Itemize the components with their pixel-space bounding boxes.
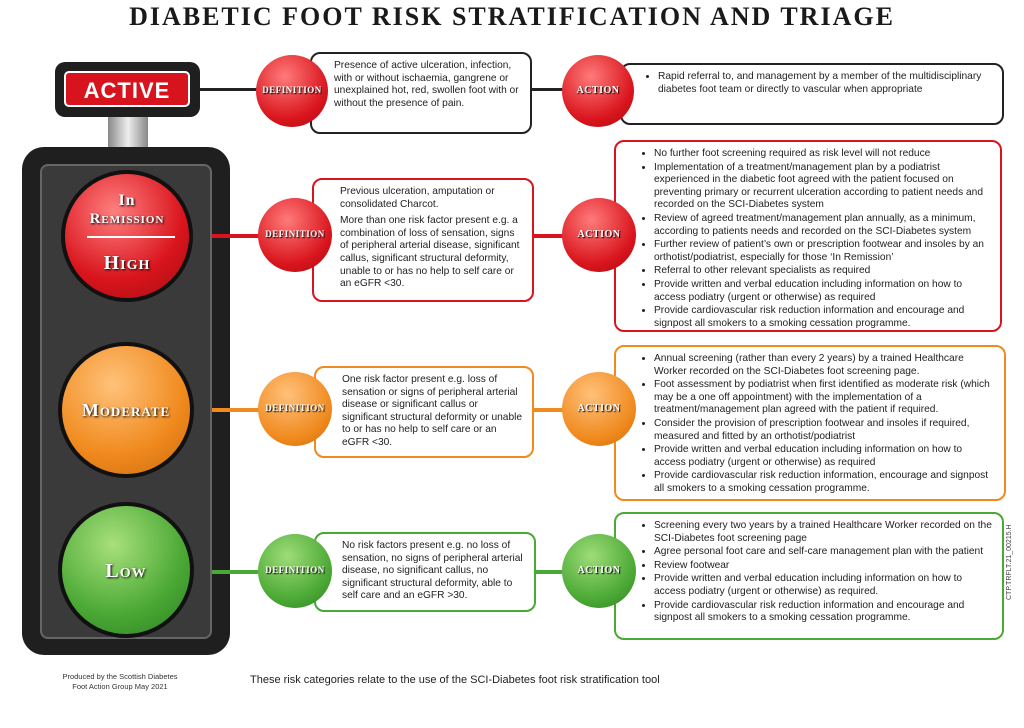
page-title: Diabetic Foot Risk Stratification and Tr… <box>129 2 895 31</box>
in-remission-line2: Remission <box>89 211 165 227</box>
action-label: Action <box>577 229 621 240</box>
high-action-item: Further review of patient’s own or presc… <box>654 239 992 264</box>
action-label: Action <box>577 565 621 576</box>
high-risk-light: In Remission High <box>61 170 193 302</box>
active-definition-box: Presence of active ulceration, infection… <box>310 52 532 134</box>
moderate-action-item: Provide written and verbal education inc… <box>654 444 996 469</box>
definition-label: Definition <box>265 403 325 413</box>
low-risk-light: Low <box>58 502 194 638</box>
moderate-action-item: Foot assessment by podiatrist when first… <box>654 379 996 417</box>
moderate-action-circle: Action <box>562 372 636 446</box>
document-code: CTP.TRFLT.21_00215.H <box>1006 524 1013 600</box>
producer-line-2: Foot Action Group May 2021 <box>72 682 168 691</box>
high-definition-text-2: More than one risk factor present e.g. a… <box>340 215 520 290</box>
definition-label: Definition <box>262 85 322 95</box>
moderate-definition-box: One risk factor present e.g. loss of sen… <box>314 366 534 458</box>
footer-note: These risk categories relate to the use … <box>250 674 660 686</box>
producer-line-1: Produced by the Scottish Diabetes <box>62 672 178 681</box>
low-definition-circle: Definition <box>258 534 332 608</box>
high-action-item: Implementation of a treatment/management… <box>654 162 992 212</box>
low-action-item: Provide cardiovascular risk reduction in… <box>654 600 994 625</box>
remission-divider <box>87 236 175 238</box>
moderate-risk-light: Moderate <box>58 342 194 478</box>
active-label: ACTIVE <box>64 71 190 107</box>
producer-credit: Produced by the Scottish Diabetes Foot A… <box>40 672 200 692</box>
in-remission-line1: In <box>118 192 136 209</box>
high-action-item: Referral to other relevant specialists a… <box>654 265 992 278</box>
high-action-item: Provide cardiovascular risk reduction in… <box>654 305 992 330</box>
low-action-circle: Action <box>562 534 636 608</box>
low-action-item: Provide written and verbal education inc… <box>654 573 994 598</box>
moderate-action-item: Consider the provision of prescription f… <box>654 418 996 443</box>
action-label: Action <box>576 85 620 96</box>
active-action-item: Rapid referral to, and management by a m… <box>658 71 994 96</box>
high-action-item: Review of agreed treatment/management pl… <box>654 213 992 238</box>
high-action-item: Provide written and verbal education inc… <box>654 279 992 304</box>
active-definition-circle: Definition <box>256 55 328 127</box>
moderate-action-item: Provide cardiovascular risk reduction in… <box>654 470 996 495</box>
active-definition-text: Presence of active ulceration, infection… <box>334 60 519 109</box>
low-action-item: Screening every two years by a trained H… <box>654 520 994 545</box>
definition-label: Definition <box>265 565 325 575</box>
moderate-action-box: Annual screening (rather than every 2 ye… <box>614 345 1006 501</box>
high-action-box: No further foot screening required as ri… <box>614 140 1002 332</box>
high-definition-circle: Definition <box>258 198 332 272</box>
moderate-action-item: Annual screening (rather than every 2 ye… <box>654 353 996 378</box>
low-action-item: Review footwear <box>654 560 994 573</box>
low-definition-text: No risk factors present e.g. no loss of … <box>342 540 523 602</box>
high-definition-box: Previous ulceration, amputation or conso… <box>312 178 534 302</box>
low-definition-box: No risk factors present e.g. no loss of … <box>314 532 536 612</box>
low-label: Low <box>105 560 147 582</box>
action-label: Action <box>577 403 621 414</box>
traffic-light-neck <box>108 117 148 147</box>
moderate-label: Moderate <box>81 400 171 420</box>
moderate-definition-text: One risk factor present e.g. loss of sen… <box>342 374 523 448</box>
low-action-item: Agree personal foot care and self-care m… <box>654 546 994 559</box>
active-action-box: Rapid referral to, and management by a m… <box>620 63 1004 125</box>
definition-label: Definition <box>265 229 325 239</box>
high-definition-text-1: Previous ulceration, amputation or conso… <box>340 186 495 210</box>
high-action-item: No further foot screening required as ri… <box>654 148 992 161</box>
low-action-box: Screening every two years by a trained H… <box>614 512 1004 640</box>
moderate-definition-circle: Definition <box>258 372 332 446</box>
active-action-circle: Action <box>562 55 634 127</box>
high-label: High <box>103 252 151 274</box>
high-action-circle: Action <box>562 198 636 272</box>
